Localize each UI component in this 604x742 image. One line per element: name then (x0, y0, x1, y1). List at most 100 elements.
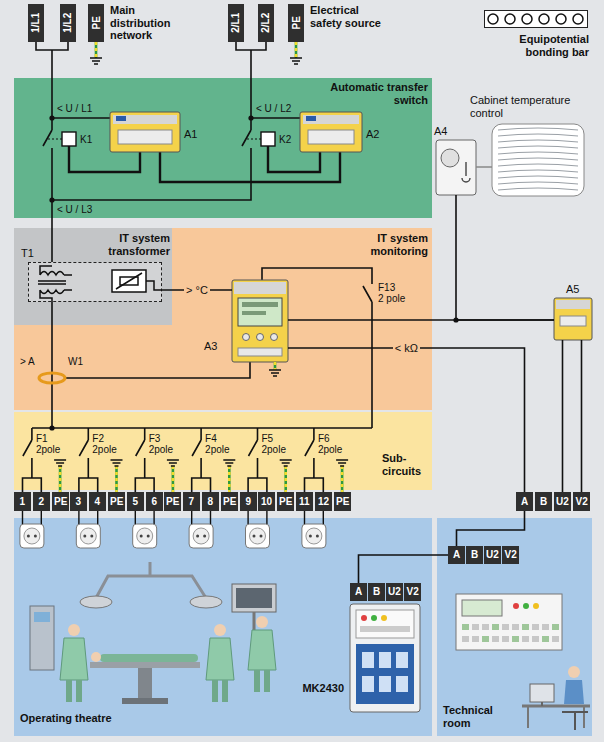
bonding-terminal (573, 14, 583, 24)
device-module: A1 (110, 112, 180, 152)
alarm-panel (379, 676, 391, 692)
terminal: PE (52, 492, 69, 511)
alarm-panel (350, 604, 420, 712)
terminal: 2 (33, 492, 50, 511)
monitoring-station (552, 636, 559, 642)
bonding-bar: Equipotential bonding bar (484, 10, 588, 28)
terminal: 2/L1 (228, 4, 244, 42)
earth-symbol (54, 42, 348, 492)
operating-room-illustration (91, 652, 101, 662)
operator-illustration (522, 666, 590, 730)
terminal-number: A (453, 549, 460, 561)
socket-outlet (23, 511, 42, 524)
secondary-wire (65, 362, 250, 378)
junction-dot (49, 425, 54, 430)
zone-heading: Operating theatre (20, 712, 170, 725)
socket-outlet (24, 528, 40, 544)
terminal: 5 (127, 492, 144, 511)
alarm-module (554, 298, 592, 340)
junction-dot (49, 197, 54, 202)
insulation-monitor (238, 348, 282, 356)
socket-outlet (80, 528, 96, 544)
alarm-panel (360, 626, 410, 632)
signal-wire (288, 348, 525, 492)
terminal: A (350, 583, 367, 601)
socket-outlet (192, 511, 211, 524)
terminal-number: 3 (76, 496, 82, 508)
socket-outlet (246, 524, 270, 548)
alarm-panel (362, 676, 374, 692)
monitoring-station (523, 603, 529, 609)
socket-outlet (248, 511, 267, 524)
earth-symbol (274, 362, 277, 370)
thermostat (436, 140, 492, 195)
terminal-number: U2 (388, 586, 401, 598)
earth-symbol (341, 466, 344, 492)
alarm-panel (396, 652, 408, 668)
terminal-number: 2/L1 (230, 13, 242, 33)
monitoring-station (462, 624, 469, 630)
monitoring-station (533, 603, 539, 609)
terminal: PE (334, 492, 351, 511)
transfer-module (308, 130, 354, 144)
earth-symbol (95, 42, 98, 58)
socket-outlet (147, 535, 150, 538)
operating-room-illustration (212, 680, 218, 702)
device-label: A2 (366, 128, 386, 141)
alarm-panel (371, 615, 377, 621)
terminal: PE (88, 4, 104, 42)
monitoring-station (532, 636, 539, 642)
monitoring-station (492, 624, 499, 630)
thermostat (441, 149, 459, 167)
socket-outlet (250, 528, 266, 544)
terminal: U2 (554, 492, 571, 511)
terminal-number: 7 (189, 496, 195, 508)
insulation-monitor (234, 282, 286, 294)
insulation-monitor (257, 334, 264, 341)
junction-dot (453, 317, 458, 322)
bonding-terminal (488, 14, 583, 24)
operating-room-illustration (214, 624, 226, 636)
zone-heading: IT system monitoring (350, 232, 428, 257)
terminal-number: V2 (576, 496, 588, 508)
edge-label: < kΩ (393, 342, 420, 355)
terminal: V2 (502, 546, 519, 564)
terminal-number: PE (166, 496, 179, 508)
transfer-module (300, 112, 362, 152)
socket-outlet (135, 511, 154, 524)
circuit-breaker (23, 428, 324, 492)
signal-label: W1 (68, 356, 83, 368)
terminal-number: A (355, 586, 362, 598)
terminal: 1/L2 (60, 4, 76, 42)
terminal-number: PE (290, 16, 302, 29)
cabinet-fan-grille (498, 146, 578, 148)
signal-label: < U / L3 (57, 204, 92, 216)
socket-outlet (20, 511, 326, 548)
operating-room-illustration (190, 596, 222, 608)
monitoring-station (482, 624, 489, 630)
transformer-symbol (116, 273, 162, 290)
earth-symbol (90, 58, 102, 64)
terminal: 6 (146, 492, 163, 511)
terminal-number: 1/L1 (30, 13, 42, 33)
monitoring-station (522, 636, 529, 642)
operating-room-illustration (256, 616, 268, 628)
terminal-number: 6 (152, 496, 158, 508)
terminal: U2 (484, 546, 501, 564)
relay-coil (261, 132, 275, 146)
monitoring-station (512, 636, 519, 642)
monitoring-station (462, 636, 469, 642)
transformer-symbol (112, 270, 146, 292)
terminal: V2 (573, 492, 590, 511)
supply-wire (36, 42, 68, 262)
operating-room-illustration (100, 654, 198, 662)
zone-heading: Automatic transfer switch (330, 81, 428, 106)
breaker-label: F6 (318, 433, 330, 445)
transfer-module (306, 116, 316, 121)
monitoring-station (532, 624, 539, 630)
monitoring-station (502, 636, 509, 642)
earth-symbol (167, 460, 179, 466)
monitoring-station (456, 594, 562, 650)
terminal: 2/L2 (258, 4, 274, 42)
signal-label: K2 (279, 134, 291, 146)
